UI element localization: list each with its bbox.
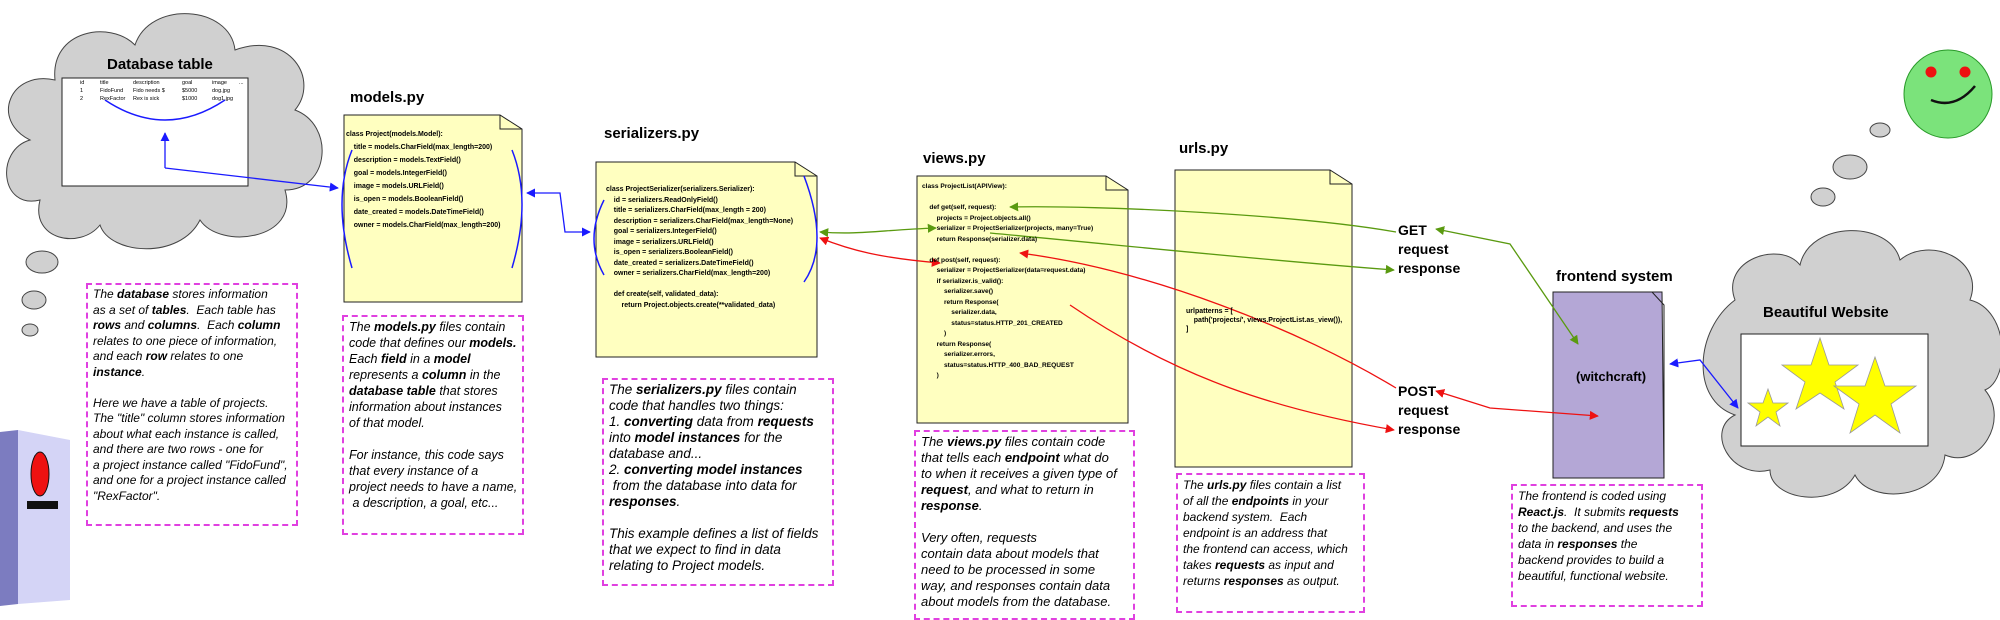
post-label: POST request response <box>1398 383 1461 437</box>
column-bracket <box>104 99 226 121</box>
table-header-image: image <box>212 80 227 86</box>
urls-note: The urls.py files contain a list of all … <box>1176 473 1365 613</box>
table-cell: RexFactor <box>100 96 126 102</box>
frontend-get-arrow <box>1435 226 1579 345</box>
table-header-more: ... <box>239 80 244 86</box>
frontend-box-shape <box>1552 291 1665 479</box>
urls-title: urls.py <box>1179 140 1229 157</box>
views-code: class ProjectList(APIView): def get(self… <box>922 183 1094 379</box>
urls-doc-shape <box>1174 169 1353 468</box>
table-cell: Rex is sick <box>133 96 160 102</box>
models-right-bracket <box>511 149 523 269</box>
server-tower <box>0 430 70 606</box>
views-title: views.py <box>923 150 986 167</box>
models-left-bracket <box>341 149 353 269</box>
models-note: The models.py files contain code that de… <box>342 315 524 535</box>
table-cell: Fido needs $ <box>133 88 165 94</box>
get-label: GET request response <box>1398 222 1461 276</box>
models-serializers-arrow <box>526 188 591 237</box>
views-note: The views.py files contain code that tel… <box>914 430 1135 620</box>
frontend-box-label: (witchcraft) <box>1576 369 1647 384</box>
table-header-title: title <box>100 80 109 86</box>
serializers-note: The serializers.py files contain code th… <box>602 378 834 586</box>
frontend-title: frontend system <box>1556 268 1673 285</box>
website-title: Beautiful Website <box>1763 304 1889 321</box>
models-code: class Project(models.Model): title = mod… <box>346 131 501 229</box>
post-response-arrow <box>1069 304 1395 434</box>
frontend-note: The frontend is coded using React.js. It… <box>1511 484 1703 607</box>
views-serializers-red-arrow <box>819 236 941 267</box>
database-table-title: Database table <box>107 56 213 73</box>
frontend-post-arrow <box>1435 389 1599 420</box>
serializers-code: class ProjectSerializer(serializers.Seri… <box>606 186 794 309</box>
views-serializers-green-arrow <box>819 223 937 238</box>
get-request-arrow <box>1009 202 1397 233</box>
table-cell: $1000 <box>182 96 198 102</box>
table-cell: 2 <box>80 96 84 102</box>
serializers-title: serializers.py <box>604 125 700 142</box>
get-response-arrow <box>989 232 1395 274</box>
table-cell: dog1.jpg <box>212 96 234 102</box>
post-request-arrow <box>1019 249 1397 389</box>
serializers-doc-shape <box>595 161 818 358</box>
table-cell: FidoFund <box>100 88 124 94</box>
table-cell: dog.jpg <box>212 88 231 94</box>
table-cell: 1 <box>80 88 84 94</box>
table-cell: $5000 <box>182 88 198 94</box>
serializers-left-bracket <box>593 199 605 276</box>
table-header-id: id <box>80 80 85 86</box>
views-doc-shape <box>916 175 1129 424</box>
urls-code: urlpatterns = [ path('projects/', views.… <box>1186 308 1343 333</box>
serializers-right-bracket <box>803 175 818 283</box>
db-to-models-arrow <box>164 167 339 192</box>
smiley-icon <box>1903 49 1993 139</box>
frontend-website-arrow <box>1669 358 1739 409</box>
table-header-goal: goal <box>182 80 193 86</box>
website-stars <box>1746 336 1918 435</box>
models-title: models.py <box>350 89 425 106</box>
table-header-description: description <box>133 80 160 86</box>
database-note: The database stores information as a set… <box>86 283 298 526</box>
database-table-box <box>61 77 249 187</box>
